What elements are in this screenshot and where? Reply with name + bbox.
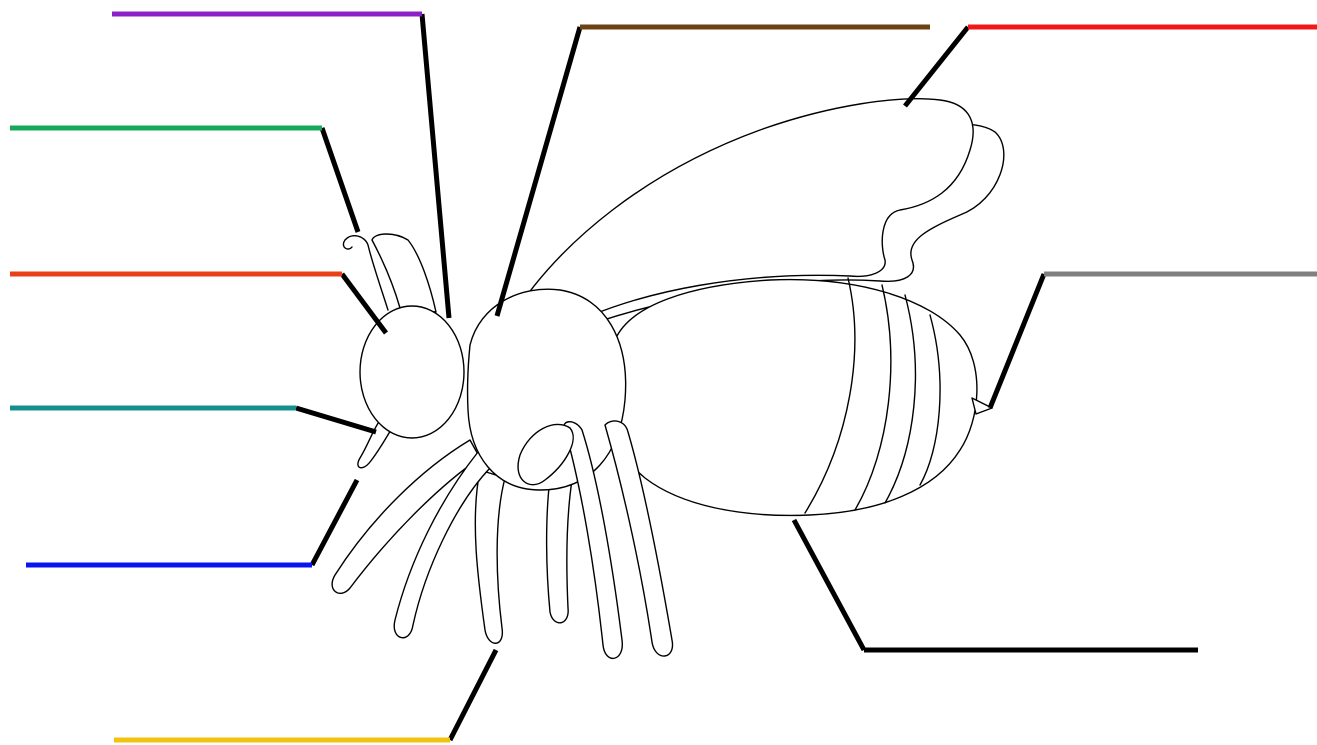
head [360,306,464,438]
label-front-leg [26,480,357,565]
leader-line-wing [905,27,968,106]
label-abdomen [794,520,1198,650]
leg-back-2 [547,478,572,623]
leader-line-stinger [990,274,1044,408]
leader-line-leg [450,650,496,740]
leader-line-mouth [296,408,376,432]
label-stinger [990,274,1317,408]
abdomen [608,280,977,516]
antenna-right [372,234,436,312]
label-wing [905,27,1317,106]
leader-line-antenna-top [422,14,449,318]
label-mouth [10,408,376,432]
leader-line-abdomen [794,520,864,650]
leg-front-1 [332,440,480,593]
label-eye [10,274,386,333]
bee-illustration [332,99,1004,659]
leader-line-antenna [322,128,358,232]
label-antenna [10,128,358,232]
leg-back-1 [475,470,505,643]
label-leg [114,650,496,740]
